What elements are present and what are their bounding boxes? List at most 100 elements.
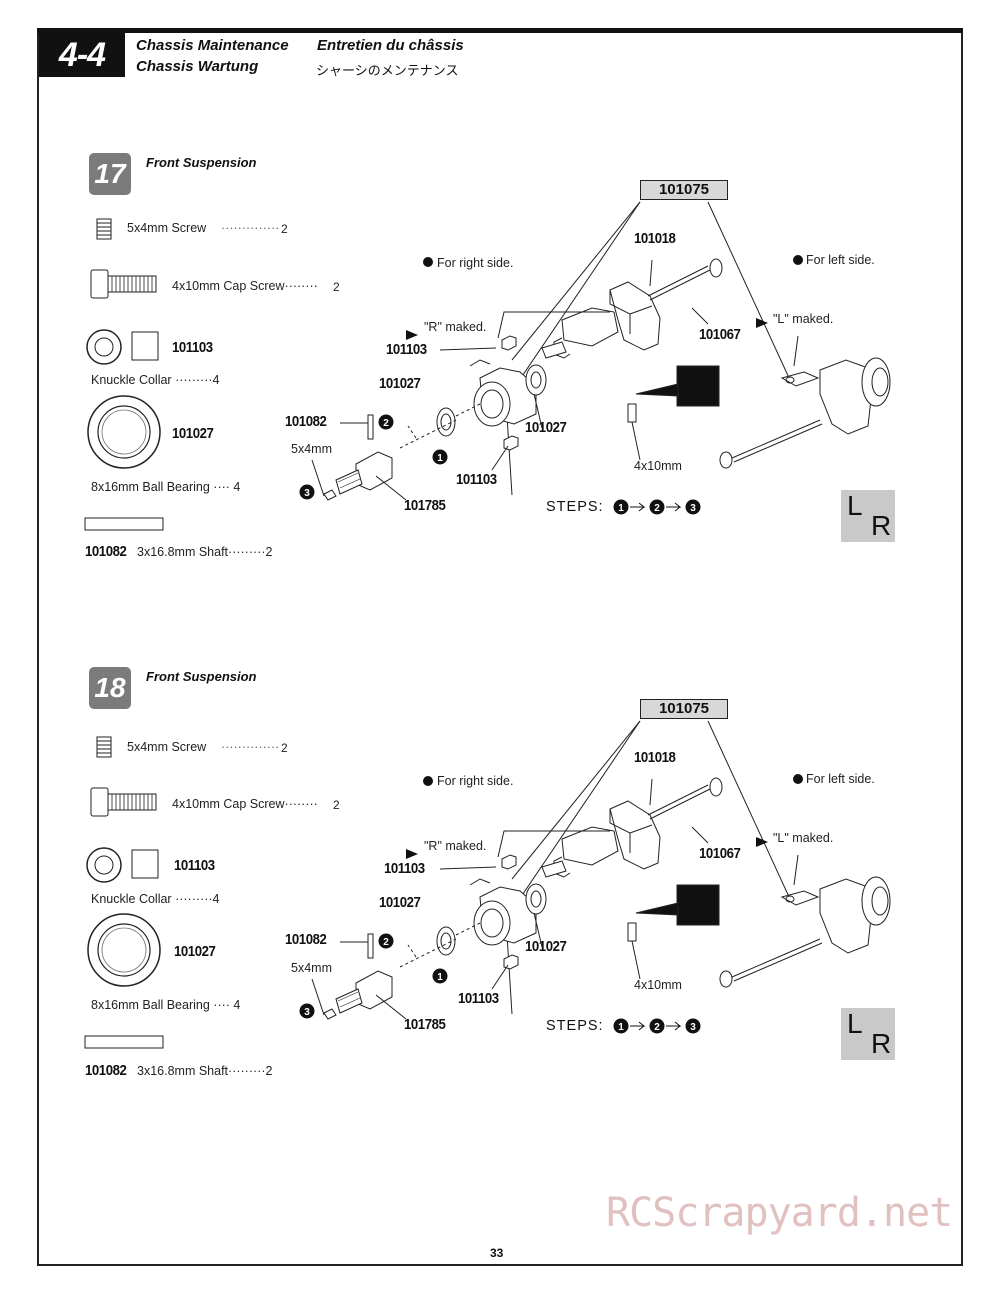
- parts-list-illustrations: [84, 218, 164, 531]
- pin: [367, 933, 374, 959]
- step-title: Front Suspension: [146, 155, 257, 170]
- label-101027-right: 101027: [525, 938, 567, 955]
- screw-5x4-note: 5x4mm: [291, 442, 332, 456]
- bullet-right-side: [423, 776, 433, 786]
- knuckle-collar-label: Knuckle Collar ·········4: [91, 373, 220, 387]
- knuckle-collar-part-number: 101103: [172, 339, 213, 356]
- svg-text:2: 2: [654, 1022, 660, 1033]
- right-side-note: For right side.: [437, 256, 514, 270]
- screw-label: 5x4mm Screw: [127, 221, 207, 235]
- header-bar: [37, 28, 963, 33]
- exploded-assembly-diagram: 2 1 3 1 2 3: [299, 201, 891, 515]
- pin: [367, 414, 374, 440]
- bearing-outer: [525, 883, 547, 915]
- svg-text:1: 1: [437, 972, 443, 983]
- section-number-badge: 4-4: [39, 33, 125, 77]
- set-screw-icon: [96, 736, 112, 758]
- r-mark-note: "R" maked.: [424, 839, 487, 853]
- shaft-icon: [84, 517, 164, 531]
- screw-label: 5x4mm Screw: [127, 740, 207, 754]
- kit-part-box: 101075: [640, 699, 728, 719]
- label-101785: 101785: [404, 1016, 446, 1033]
- shaft-part-number: 101082: [85, 1062, 127, 1079]
- screw-dots: ··············: [221, 740, 280, 754]
- bullet-left-side: [793, 774, 803, 784]
- step-marker-2: [378, 414, 394, 430]
- bullet-left-side: [793, 255, 803, 265]
- kit-leader-line: [505, 201, 641, 496]
- screw-5x4-note: 5x4mm: [291, 961, 332, 975]
- shaft-label: 3x16.8mm Shaft·········2: [137, 545, 273, 559]
- screw-qty: 2: [281, 222, 288, 236]
- knuckle-collar-icon: [86, 329, 159, 365]
- exploded-assembly-diagram: 2 1 3 1 2 3: [299, 720, 891, 1034]
- bullet-right-side: [423, 257, 433, 267]
- title-german: Chassis Wartung: [136, 58, 259, 75]
- lr-r: R: [871, 1028, 892, 1059]
- label-101082: 101082: [285, 413, 327, 430]
- svg-text:3: 3: [304, 1007, 310, 1018]
- knuckle-collar-label: Knuckle Collar ·········4: [91, 892, 220, 906]
- title-french: Entretien du châssis: [317, 37, 464, 54]
- label-101067: 101067: [699, 326, 741, 343]
- left-side-note: For left side.: [806, 253, 875, 267]
- lr-r: R: [871, 510, 892, 541]
- svg-text:3: 3: [690, 503, 696, 514]
- label-101018: 101018: [634, 230, 676, 247]
- shaft-part-number: 101082: [85, 543, 127, 560]
- screw-4x10-note: 4x10mm: [634, 978, 682, 992]
- cap-screw-qty: 2: [333, 798, 340, 812]
- svg-text:2: 2: [383, 418, 389, 429]
- steering-knuckle-right: [609, 800, 661, 870]
- step-title: Front Suspension: [146, 669, 257, 684]
- svg-text:2: 2: [383, 937, 389, 948]
- label-101027-left: 101027: [379, 894, 421, 911]
- svg-text:2: 2: [654, 503, 660, 514]
- lr-l: L: [847, 1008, 863, 1039]
- kit-leader-line: [511, 201, 641, 361]
- screw-dots: ··············: [221, 221, 280, 235]
- shaft-icon: [84, 1035, 164, 1049]
- cap-screw-icon: [90, 269, 157, 299]
- step-marker-2: [378, 933, 394, 949]
- bearing-outer: [525, 364, 547, 396]
- set-screw-icon: [96, 218, 112, 240]
- step-number-badge: 17: [89, 153, 131, 195]
- ball-bearing-icon: [87, 913, 161, 987]
- label-101027-right: 101027: [525, 419, 567, 436]
- svg-text:1: 1: [437, 453, 443, 464]
- kit-part-box: 101075: [640, 180, 728, 200]
- steering-knuckle-left: [819, 878, 873, 954]
- title-japanese: シャーシのメンテナンス: [316, 63, 459, 78]
- bearing-inner: [436, 407, 456, 437]
- label-101018: 101018: [634, 749, 676, 766]
- label-101103-bottom: 101103: [456, 471, 497, 488]
- screw-4x10-note: 4x10mm: [634, 459, 682, 473]
- label-101103-bottom: 101103: [458, 990, 499, 1007]
- step-marker-1: [432, 968, 448, 984]
- label-101027-left: 101027: [379, 375, 421, 392]
- left-right-badge: L R: [841, 490, 895, 542]
- svg-text:3: 3: [690, 1022, 696, 1033]
- left-right-badge: L R: [841, 1008, 895, 1060]
- label-101785: 101785: [404, 497, 446, 514]
- screw-qty: 2: [281, 741, 288, 755]
- label-101082: 101082: [285, 931, 327, 948]
- label-101103-top: 101103: [384, 860, 425, 877]
- ball-bearing-label: 8x16mm Ball Bearing ···· 4: [91, 998, 241, 1012]
- svg-text:1: 1: [618, 503, 624, 514]
- page-number: 33: [490, 1246, 504, 1260]
- cap-screw-label: 4x10mm Cap Screw········: [172, 279, 318, 293]
- steps-label: STEPS:: [546, 1018, 604, 1034]
- watermark: RCScrapyard.net: [606, 1190, 953, 1236]
- step-marker-3: [299, 484, 315, 500]
- ball-bearing-part-number: 101027: [174, 943, 216, 960]
- bearing-inner: [436, 926, 456, 956]
- cap-screw-icon: [90, 787, 157, 817]
- ball-bearing-part-number: 101027: [172, 425, 214, 442]
- l-mark-note: "L" maked.: [773, 831, 834, 845]
- cap-screw-qty: 2: [333, 280, 340, 294]
- knuckle-collar-part-number: 101103: [174, 857, 215, 874]
- steps-label: STEPS:: [546, 499, 604, 515]
- ball-bearing-icon: [87, 395, 161, 469]
